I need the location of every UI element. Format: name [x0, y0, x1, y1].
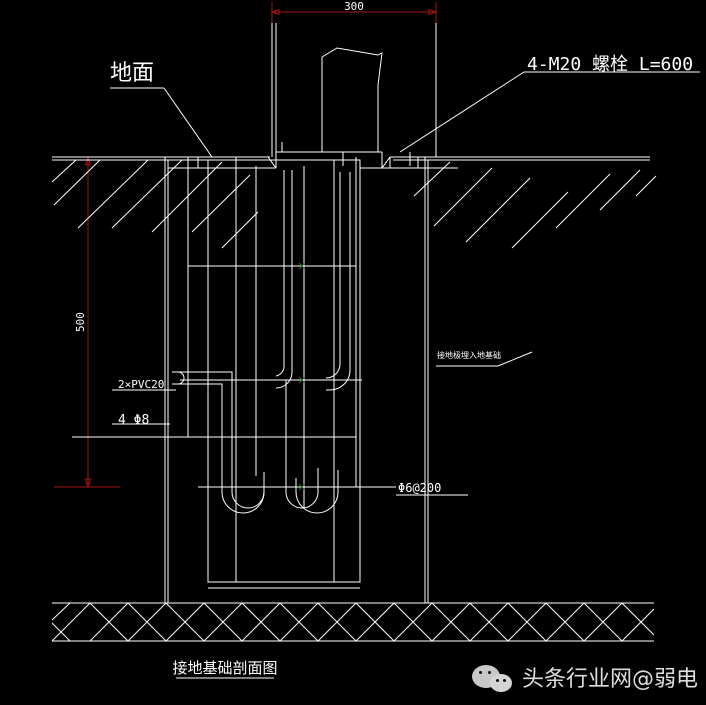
earth-hatch-left [51, 159, 259, 249]
label-ground-electrode-note: 接地极埋入地基础 [437, 350, 501, 360]
drawing-title-group: 接地基础剖面图 [172, 659, 278, 679]
earth-hatch-right [413, 161, 657, 249]
wechat-icon [471, 663, 516, 697]
main-rebar-vertical [187, 157, 357, 508]
top-dimension-label: 300 [344, 0, 364, 13]
label-stirrup: Φ6@200 [398, 481, 441, 495]
label-ground-surface: 地面 [110, 61, 154, 86]
excavation-pit-outline [164, 157, 429, 603]
watermark: 头条行业网@弱电 [471, 663, 698, 697]
leader-lines [72, 71, 700, 496]
pvc-conduit-runs [172, 170, 351, 514]
base-plate-assembly [168, 151, 458, 169]
label-main-rebar: 4 Φ8 [118, 413, 149, 428]
label-conduit: 2×PVC20 [118, 378, 164, 391]
stirrup-bars-horizontal [72, 265, 396, 488]
bottom-fill-hatch-band [51, 602, 655, 642]
drawing-title: 接地基础剖面图 [172, 659, 277, 677]
rebar-node-markers [298, 262, 306, 491]
anchor-bolt-rods [271, 23, 437, 157]
label-anchor-bolts: 4-M20 螺栓 L=600 [527, 54, 693, 75]
left-dimension-label: 500 [74, 312, 87, 332]
watermark-text: 头条行业网@弱电 [521, 667, 698, 692]
foundation-base-box [208, 581, 360, 589]
steel-post-column [281, 47, 411, 166]
